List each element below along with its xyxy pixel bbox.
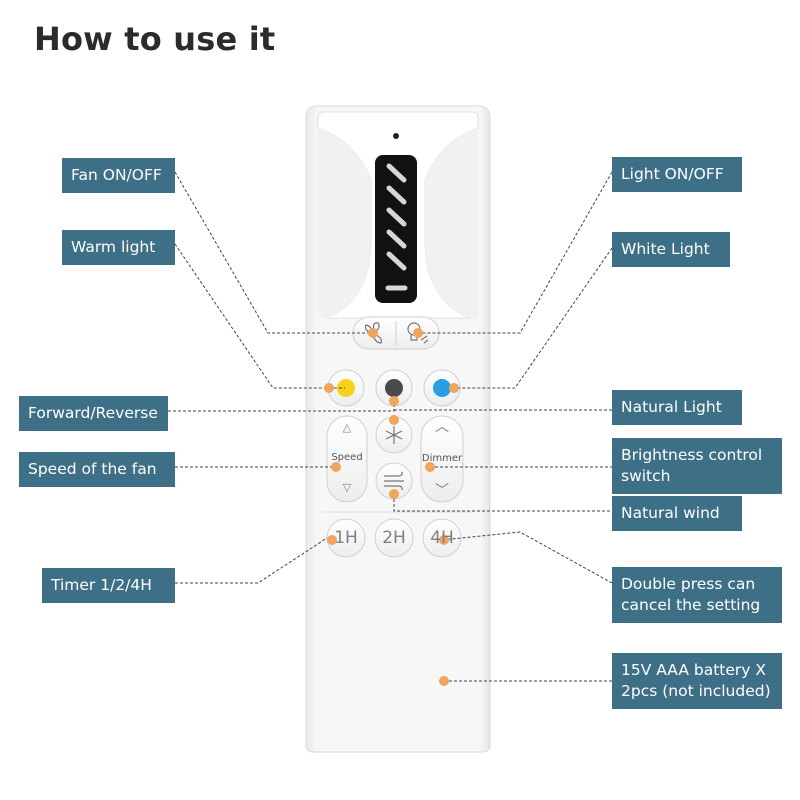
label-brightness-line1: Brightness control — [621, 446, 763, 464]
label-light-on-off: Light ON/OFF — [612, 157, 742, 192]
page-title: How to use it — [34, 20, 276, 58]
label-forward-reverse: Forward/Reverse — [19, 396, 168, 431]
speed-display-panel — [375, 155, 417, 303]
label-brightness-control: Brightness control switch — [612, 438, 782, 494]
wind-icon — [384, 471, 404, 491]
label-timer: Timer 1/2/4H — [42, 568, 175, 603]
annotation-dot-double-press — [439, 535, 449, 545]
annotation-dot-light — [413, 328, 423, 338]
annotation-dot-natural-light — [389, 396, 399, 406]
speed-display-segments — [385, 163, 408, 291]
annotation-dot-speed — [331, 462, 341, 472]
label-natural-light: Natural Light — [612, 390, 742, 425]
annotation-dot-warm — [324, 383, 334, 393]
label-speed-of-fan: Speed of the fan — [19, 452, 175, 487]
snowflake-icon — [385, 426, 403, 444]
label-battery-line1: 15V AAA battery X — [621, 661, 766, 679]
annotation-dot-wind — [389, 489, 399, 499]
label-warm-light: Warm light — [62, 230, 175, 265]
annotation-dot-forward — [389, 415, 399, 425]
label-battery-line2: 2pcs (not included) — [621, 682, 771, 700]
label-fan-on-off: Fan ON/OFF — [62, 158, 175, 193]
dimmer-rocker-button — [420, 415, 464, 503]
ir-led — [393, 133, 399, 139]
label-double-press: Double press can cancel the setting — [612, 567, 782, 623]
label-double-press-line2: cancel the setting — [621, 596, 761, 614]
label-natural-wind: Natural wind — [612, 496, 742, 531]
annotation-dot-timer — [327, 535, 337, 545]
label-white-light: White Light — [612, 232, 730, 267]
annotation-dot-white — [449, 383, 459, 393]
annotation-dot-battery — [439, 676, 449, 686]
label-brightness-line2: switch — [621, 467, 671, 485]
timer-2h-button — [374, 518, 414, 558]
speed-rocker-button — [326, 415, 368, 503]
label-battery: 15V AAA battery X 2pcs (not included) — [612, 653, 782, 709]
leader-lines — [168, 171, 613, 682]
annotation-dot-dimmer — [425, 462, 435, 472]
annotation-dot-fan — [368, 328, 378, 338]
label-double-press-line1: Double press can — [621, 575, 756, 593]
